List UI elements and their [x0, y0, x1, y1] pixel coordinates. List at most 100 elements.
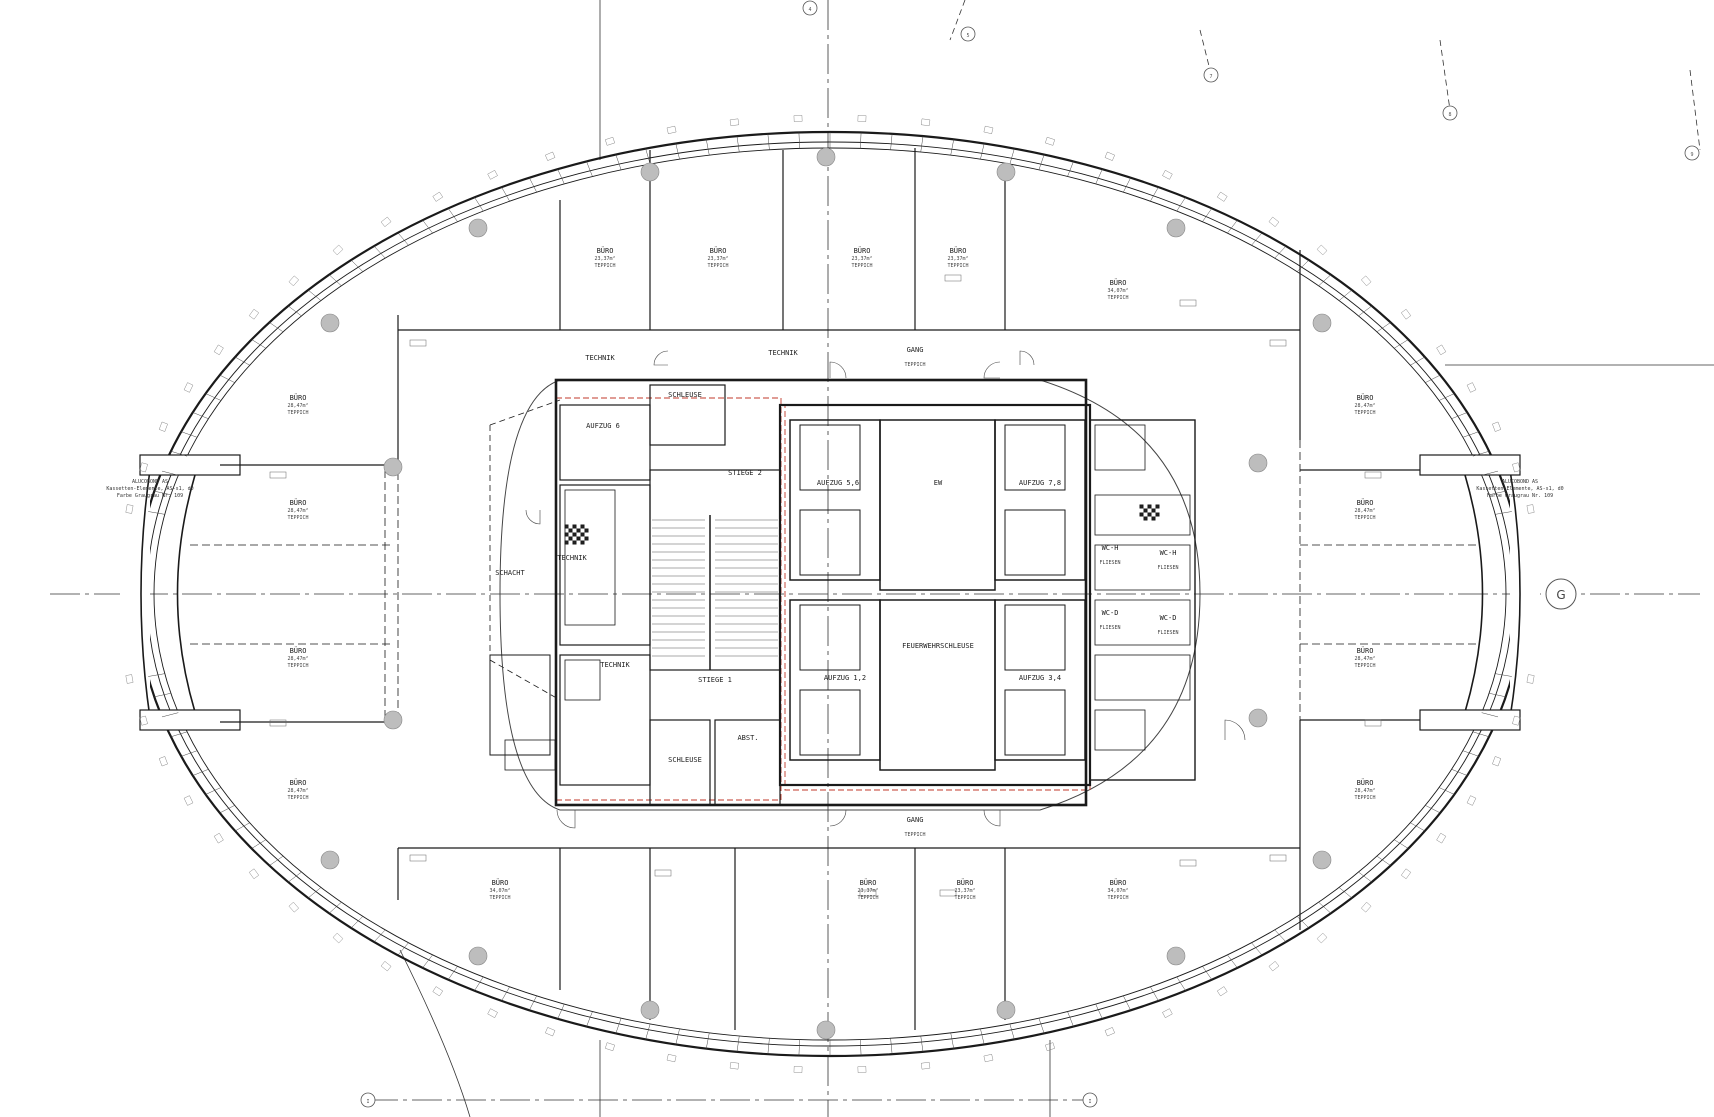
room-name: TECHNIK [768, 349, 798, 357]
room-name: BÜRO [860, 878, 877, 887]
room-area: 23,37m² [594, 256, 615, 262]
room-wc-4: WC-D FLIESEN [1157, 614, 1178, 636]
room-area: 23,37m² [851, 256, 872, 262]
tag-box [269, 471, 287, 479]
room-name: STIEGE 1 [698, 676, 732, 684]
room-floor: TEPPICH [287, 515, 308, 521]
column [816, 147, 836, 167]
tag-box [939, 889, 957, 897]
column [816, 1020, 836, 1040]
room-technik-w: TECHNIK [557, 554, 587, 562]
room-schleuse-s: SCHLEUSE [668, 756, 702, 764]
room-area: 28,47m² [1354, 656, 1375, 662]
columns [320, 147, 1332, 1040]
room-aufzug-34: AUFZUG 3,4 [1019, 674, 1061, 682]
room-name: BÜRO [854, 246, 871, 255]
room-name: WC-H [1102, 544, 1119, 552]
room-labels: BÜRO23,37m²TEPPICHBÜRO23,37m²TEPPICHBÜRO… [287, 246, 1375, 901]
column [1166, 946, 1186, 966]
grid-axes [50, 0, 1714, 1117]
axis-bubble-top-4: 4 [802, 0, 818, 16]
axis-bubble-top-7: 7 [1203, 67, 1219, 83]
room-floor: TEPPICH [1354, 663, 1375, 669]
room-name: BÜRO [290, 498, 307, 507]
room-name: SCHACHT [495, 569, 525, 577]
room-area: 28,47m² [287, 508, 308, 514]
room-area: 28,47m² [1354, 788, 1375, 794]
room-area: 34,07m² [1107, 288, 1128, 294]
tag-box [1179, 859, 1197, 867]
axis-bubble-top-9: 9 [1684, 145, 1700, 161]
room-name: WC-D [1160, 614, 1177, 622]
note-line: Kassetten-Elemente, AS-s1, d0 [1476, 486, 1563, 492]
room-area: 23,37m² [954, 888, 975, 894]
room-name: AUFZUG 7,8 [1019, 479, 1061, 487]
facade-ellipse [120, 115, 1540, 1073]
tag-box [1364, 719, 1382, 727]
room-floor: TEPPICH [287, 410, 308, 416]
tag-box [654, 869, 672, 877]
column [1312, 313, 1332, 333]
room-aufzug-6: AUFZUG 6 [586, 422, 620, 430]
note-line: ALUCOBOND AS [132, 479, 168, 485]
room-name: SCHLEUSE [668, 756, 702, 764]
room-name: AUFZUG 1,2 [824, 674, 866, 682]
room-floor: TEPPICH [857, 895, 878, 901]
room-floor: TEPPICH [1107, 295, 1128, 301]
room-floor: FLIESEN [1157, 630, 1178, 636]
axis-label: I [366, 1099, 369, 1105]
room-name: WC-H [1160, 549, 1177, 557]
room-name: ABST. [737, 734, 758, 742]
room-name: BÜRO [1110, 278, 1127, 287]
room-abstellraum: ABST. [737, 734, 758, 742]
room-ew: EW [934, 479, 943, 487]
tag-box [409, 854, 427, 862]
column [320, 850, 340, 870]
room-stiege-2: STIEGE 2 [728, 469, 762, 477]
note-line: ALUCOBOND AS [1502, 479, 1538, 485]
room-name: FEUERWEHRSCHLEUSE [902, 642, 974, 650]
room-area: 23,37m² [707, 256, 728, 262]
room-floor: TEPPICH [947, 263, 968, 269]
column [320, 313, 340, 333]
axis-label: 8 [1448, 112, 1451, 118]
room-floor: FLIESEN [1099, 625, 1120, 631]
axis-label: 7 [1209, 74, 1212, 80]
room-name: TECHNIK [557, 554, 587, 562]
tag-box [1269, 339, 1287, 347]
room-area: 28,47m² [287, 656, 308, 662]
room-floor: TEPPICH [287, 795, 308, 801]
tag-box [409, 339, 427, 347]
tag-box [859, 889, 877, 897]
room-floor: TEPPICH [1354, 410, 1375, 416]
room-floor: TEPPICH [707, 263, 728, 269]
column [468, 946, 488, 966]
room-area: 28,47m² [1354, 403, 1375, 409]
room-floor: TEPPICH [287, 663, 308, 669]
room-stiege-1: STIEGE 1 [698, 676, 732, 684]
room-name: BÜRO [1357, 646, 1374, 655]
tag-box [944, 274, 962, 282]
axis-label: 4 [808, 7, 811, 13]
column [1312, 850, 1332, 870]
column [996, 1000, 1016, 1020]
room-technik-n: TECHNIK [585, 354, 615, 362]
column [996, 162, 1016, 182]
building-core [489, 350, 1246, 829]
axis-bubble-bottom-right: I [1082, 1092, 1098, 1108]
room-schacht: SCHACHT [495, 569, 525, 577]
room-name: BÜRO [1357, 778, 1374, 787]
room-area: 23,37m² [947, 256, 968, 262]
